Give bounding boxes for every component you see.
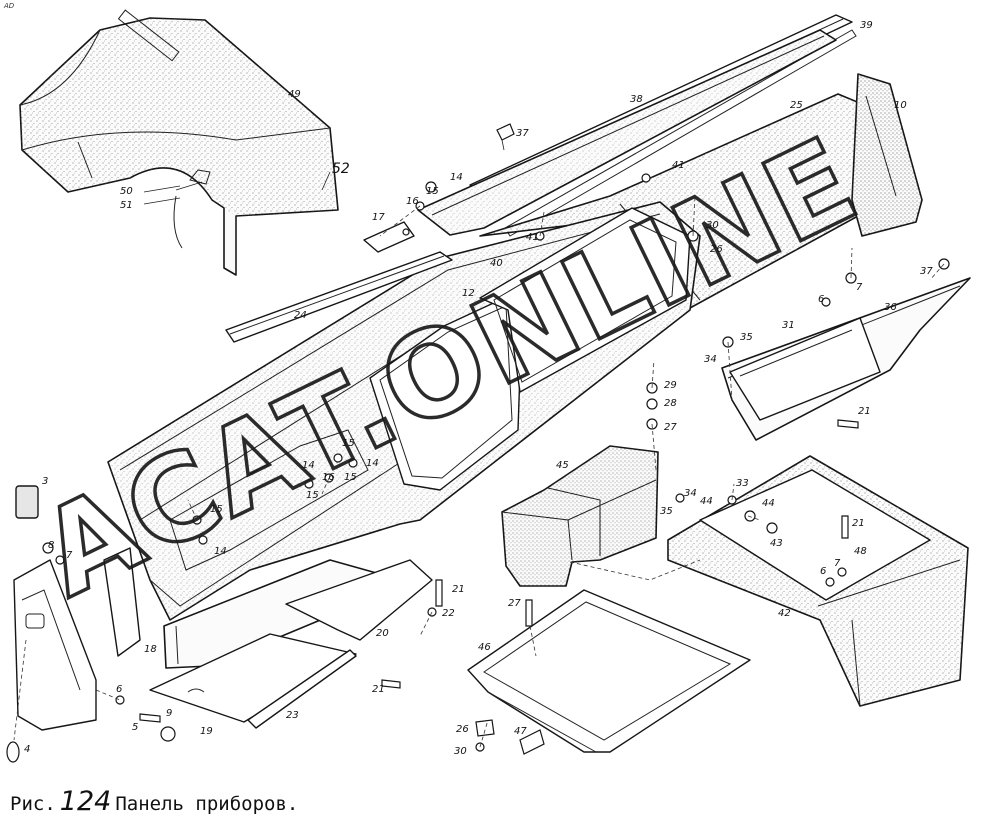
callout-28: 28 [664,398,677,409]
callout-41-top: 41 [672,160,685,171]
part-17-clip [363,221,415,253]
callout-27-mid: 27 [664,422,677,433]
main-panel-body [107,201,701,621]
callout-12: 12 [462,288,475,299]
callout-34-mid: 34 [704,354,717,365]
callout-7-top: 7 [856,282,863,293]
part-46-lower-tray [467,589,751,753]
part-38-trim-strip [417,29,837,236]
corner-mark: AD [4,2,15,10]
callout-50: 50 [120,186,133,197]
callout-24: 24 [294,310,307,321]
callout-14-mid: 14 [366,458,379,469]
callout-21-bin: 21 [852,518,865,529]
callout-47: 47 [514,726,527,737]
callout-48: 48 [854,546,867,557]
callout-15-mid: 15 [342,438,355,449]
callout-39: 39 [860,20,873,31]
callout-19: 19 [200,726,213,737]
callout-38: 38 [630,94,643,105]
part-10-end-cap [851,73,923,237]
callout-30-bottom: 30 [454,746,467,757]
callout-35-mid: 35 [740,332,753,343]
callout-5: 5 [132,722,138,733]
callout-52: 52 [332,161,350,177]
callout-3: 3 [42,476,48,487]
callout-18: 18 [144,644,157,655]
callout-21-bottom: 21 [452,584,465,595]
callout-27-bottom: 27 [508,598,521,609]
callout-10: 10 [894,100,907,111]
callout-21-low: 21 [372,684,385,695]
callout-41-mid: 41 [526,232,539,243]
callout-45: 45 [556,460,569,471]
callout-37-top: 37 [516,128,529,139]
callout-14-left: 14 [214,546,227,557]
callout-40: 40 [490,258,503,269]
caption-title: Панель приборов. [115,793,299,815]
callout-43: 43 [770,538,783,549]
callout-44-left: 44 [700,496,713,507]
callout-46: 46 [478,642,491,653]
leader-lines [13,171,945,748]
callout-4: 4 [24,744,30,755]
caption-figure-number: 124 [59,786,112,817]
callout-8: 8 [48,540,54,551]
callout-26-bottom: 26 [456,724,469,735]
callout-20: 20 [376,628,389,639]
callout-7-bin: 7 [834,558,841,569]
callout-15-mid2: 15 [344,472,357,483]
callout-34-right: 34 [684,488,697,499]
part-49-hood-cover [19,9,339,276]
callout-6-bin: 6 [820,566,826,577]
callout-25: 25 [790,100,803,111]
callout-33: 33 [736,478,749,489]
callout-9: 9 [166,708,172,719]
callout-15-mid3: 15 [306,490,319,501]
callout-37-right: 37 [920,266,933,277]
callout-35-right: 35 [660,506,673,517]
callout-6-left: 6 [116,684,122,695]
callout-15-left: 15 [210,504,223,515]
callout-15-top: 15 [426,186,439,197]
callout-16-top: 16 [406,196,419,207]
callout-30-top: 30 [706,220,719,231]
part-36-right-shelf [721,277,971,441]
callout-26-top: 26 [710,244,723,255]
callout-31: 31 [782,320,795,331]
callout-7-left: 7 [66,550,73,561]
callout-14-top: 14 [450,172,463,183]
callout-16-mid: 16 [322,472,335,483]
callout-49: 49 [288,89,301,100]
callout-23: 23 [286,710,299,721]
callout-44-right: 44 [762,498,775,509]
part-42-lower-bin [667,455,969,707]
callout-29: 29 [664,380,677,391]
callout-17: 17 [372,212,385,223]
callout-14-mid2: 14 [302,460,315,471]
callout-labels: 49 52 50 51 39 38 25 10 37 41 14 15 16 1… [24,20,933,757]
parts-18-19-20-23-brackets [149,559,433,729]
callout-51: 51 [120,200,133,211]
caption-prefix: Рис. [10,793,56,815]
callout-6-top: 6 [818,294,824,305]
callout-22: 22 [442,608,455,619]
callout-42: 42 [778,608,791,619]
part-45-glove-bin [501,445,659,587]
left-side-panel [6,485,141,763]
callout-21-right: 21 [858,406,871,417]
callout-36: 36 [884,302,897,313]
